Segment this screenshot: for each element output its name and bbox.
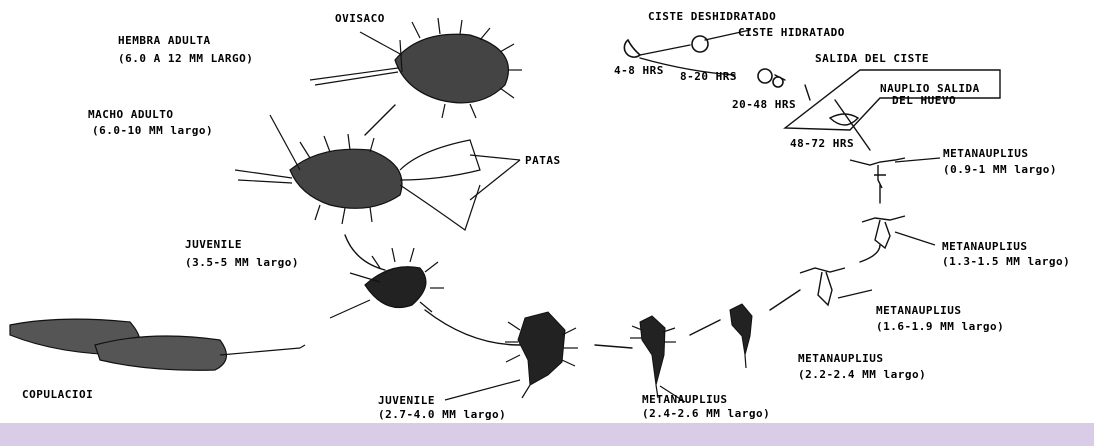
metanauplius-icon [862, 216, 905, 248]
footer-band [0, 423, 1094, 446]
metanauplius-icon [850, 158, 905, 188]
dehydrated-cyst-icon [624, 40, 640, 57]
label-meta-3: METANAUPLIUS [876, 304, 961, 317]
nauplius-icon [830, 114, 858, 125]
leg-stroke [438, 18, 440, 34]
leg-stroke [500, 44, 514, 52]
adult-female-icon [395, 34, 508, 103]
label-meta-4-size: (1.3-1.5 MM largo) [942, 255, 1070, 268]
hatching-cyst-icon [773, 77, 783, 87]
cycle-line [365, 105, 395, 135]
tail-stroke [522, 385, 530, 398]
leg-stroke [342, 208, 345, 224]
label-juvenile-1: JUVENILE [185, 238, 242, 251]
leg-stroke [480, 28, 490, 40]
leg-stroke [410, 248, 414, 262]
leg-stroke [370, 138, 374, 152]
cycle-line [345, 235, 385, 270]
label-time-3: 20-48 HRS [732, 98, 796, 111]
leg-stroke [370, 207, 372, 222]
pointer-line [470, 155, 520, 160]
leg-stroke [508, 322, 520, 330]
label-meta-1-size: (2.4-2.6 MM largo) [642, 407, 770, 420]
tail-stroke [238, 180, 292, 183]
label-meta-5-size: (0.9-1 MM largo) [943, 163, 1057, 176]
pointer-line [895, 232, 935, 245]
tail-stroke [330, 300, 370, 318]
tail-stroke [745, 355, 746, 368]
leg-stroke [500, 88, 514, 98]
leg-stroke [392, 248, 395, 262]
label-meta-1: METANAUPLIUS [642, 393, 727, 406]
label-juvenile-2: JUVENILE [378, 394, 435, 407]
tail-stroke [220, 348, 300, 355]
leg-stroke [460, 20, 462, 34]
cycle-line [860, 245, 880, 262]
tail-stroke [235, 170, 292, 178]
label-meta-2: METANAUPLIUS [798, 352, 883, 365]
metanauplius-icon [730, 304, 752, 355]
cycle-line [690, 320, 720, 335]
label-macho-size: (6.0-10 MM largo) [92, 124, 213, 137]
hydrated-cyst-icon [692, 36, 708, 52]
leg-stroke [470, 104, 476, 118]
label-meta-3-size: (1.6-1.9 MM largo) [876, 320, 1004, 333]
cycle-line [640, 45, 690, 55]
copulation-icon [95, 336, 226, 370]
label-time-2: 8-20 HRS [680, 70, 737, 83]
label-ciste-hidratado: CISTE HIDRATADO [738, 26, 845, 39]
label-time-1: 4-8 HRS [614, 64, 664, 77]
pointer-line [445, 380, 520, 400]
adult-male-icon [290, 149, 402, 208]
label-hembra-adulta: HEMBRA ADULTA [118, 34, 211, 47]
label-meta-2-size: (2.2-2.4 MM largo) [798, 368, 926, 381]
pointer-line [270, 115, 300, 170]
leg-stroke [562, 360, 575, 366]
label-meta-5: METANAUPLIUS [943, 147, 1028, 160]
label-ciste-deshidratado: CISTE DESHIDRATADO [648, 10, 776, 23]
clasper-stroke [400, 140, 480, 180]
label-time-4: 48-72 HRS [790, 137, 854, 150]
hatching-cyst-icon [758, 69, 772, 83]
leg-stroke [300, 142, 310, 158]
pointer-line [838, 290, 872, 298]
clasper-stroke [400, 185, 480, 230]
label-ovisaco: OVISACO [335, 12, 385, 25]
cycle-line [770, 290, 800, 310]
label-patas: PATAS [525, 154, 561, 167]
label-juvenile-2-size: (2.7-4.0 MM largo) [378, 408, 506, 421]
label-hembra-size: (6.0 A 12 MM LARGO) [118, 52, 253, 65]
leg-stroke [425, 262, 438, 272]
pointer-line [360, 32, 402, 55]
label-salida-ciste: SALIDA DEL CISTE [815, 52, 929, 65]
pointer-line [470, 160, 520, 200]
label-copulacion: COPULACIOI [22, 388, 93, 401]
label-meta-4: METANAUPLIUS [942, 240, 1027, 253]
metanauplius-icon [640, 316, 665, 385]
juvenile-icon [518, 312, 565, 385]
metanauplius-icon [800, 268, 845, 305]
leg-stroke [315, 205, 320, 220]
label-nauplio-2: DEL HUEVO [892, 94, 956, 107]
cycle-line [805, 85, 810, 100]
label-macho-adulto: MACHO ADULTO [88, 108, 173, 121]
leg-stroke [412, 22, 420, 38]
juvenile-icon [365, 267, 426, 308]
leg-stroke [506, 355, 520, 362]
leg-stroke [348, 134, 350, 150]
cycle-line [425, 310, 520, 345]
tail-stroke [300, 345, 305, 348]
label-juvenile-1-size: (3.5-5 MM largo) [185, 256, 299, 269]
cycle-line [595, 345, 632, 348]
leg-stroke [442, 104, 445, 118]
leg-stroke [324, 136, 330, 152]
